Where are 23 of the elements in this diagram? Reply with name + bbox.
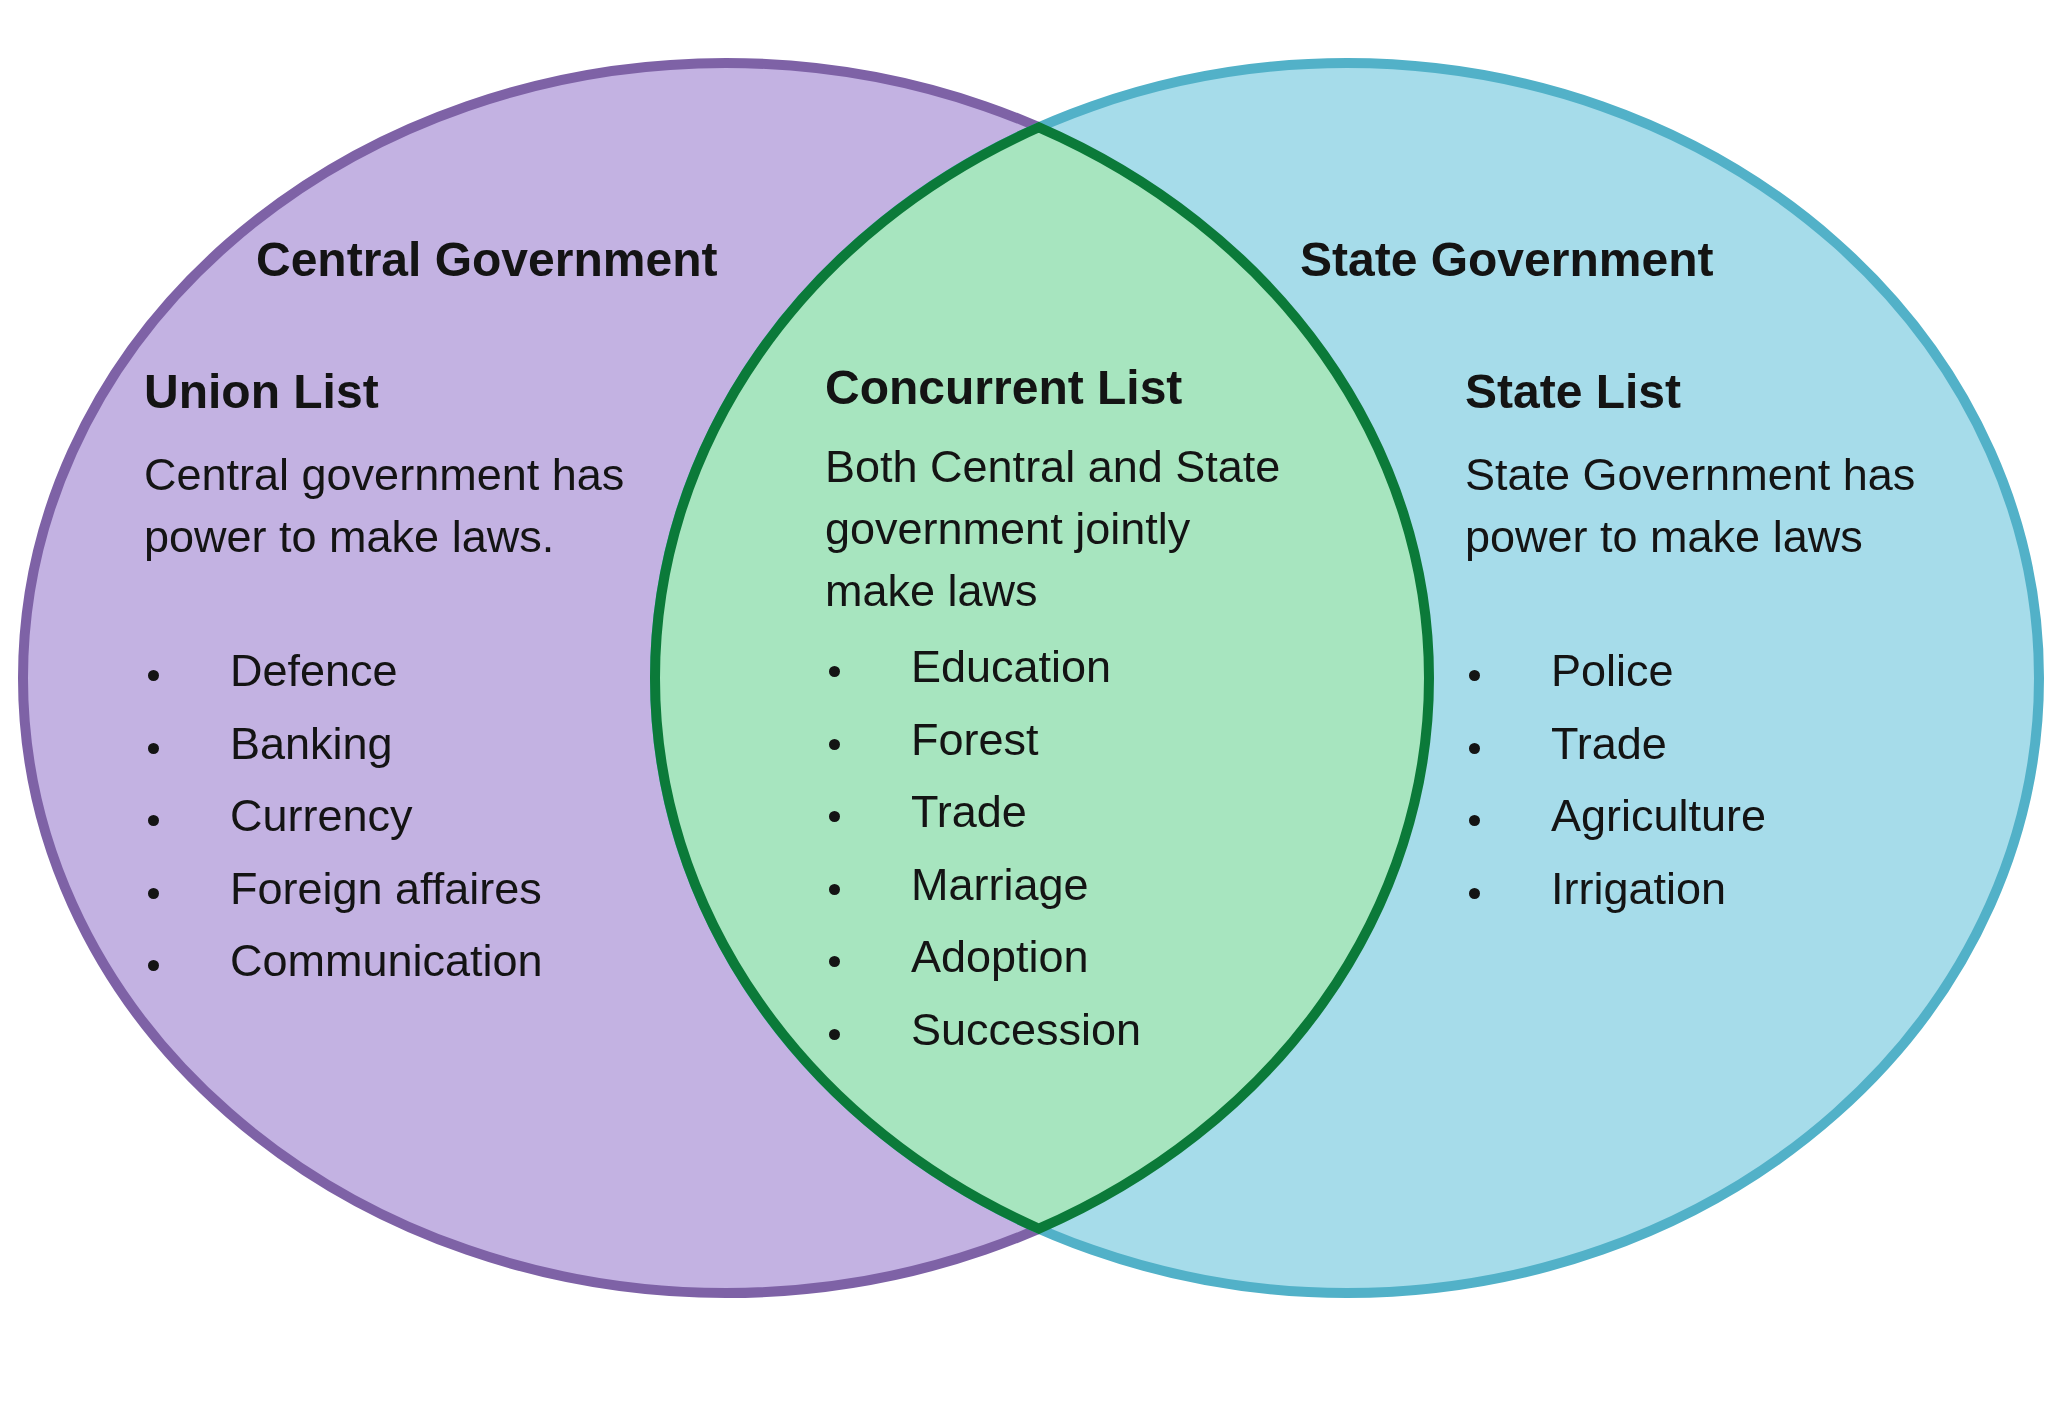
list-item: Agriculture xyxy=(1551,789,1767,843)
description-text: Central government has power to make laws. xyxy=(144,448,626,564)
list-item: Forest xyxy=(911,712,1039,767)
list-item: Communication xyxy=(230,934,543,988)
list-item: Trade xyxy=(911,785,1027,839)
heading: Concurrent List xyxy=(825,360,1183,416)
list-item: Police xyxy=(1551,644,1674,698)
list-item: Adoption xyxy=(911,930,1089,984)
list-item: Succession xyxy=(911,1002,1142,1057)
heading: State Government xyxy=(1300,232,1714,288)
list-item: Trade xyxy=(1551,716,1667,771)
description-text: State Government has power to make laws xyxy=(1465,448,1917,564)
list-item: Foreign affaires xyxy=(230,861,542,916)
list-item: Currency xyxy=(230,789,413,843)
heading: State List xyxy=(1465,364,1682,420)
heading: Central Government xyxy=(256,232,718,288)
heading: Union List xyxy=(144,364,379,420)
list-item: Marriage xyxy=(911,857,1089,912)
list-item: Irrigation xyxy=(1551,861,1727,916)
list-item: Banking xyxy=(230,716,393,771)
list-item: Education xyxy=(911,640,1112,694)
list-item: Defence xyxy=(230,644,398,698)
description-text: Both Central and State government jointly make laws xyxy=(825,440,1282,618)
